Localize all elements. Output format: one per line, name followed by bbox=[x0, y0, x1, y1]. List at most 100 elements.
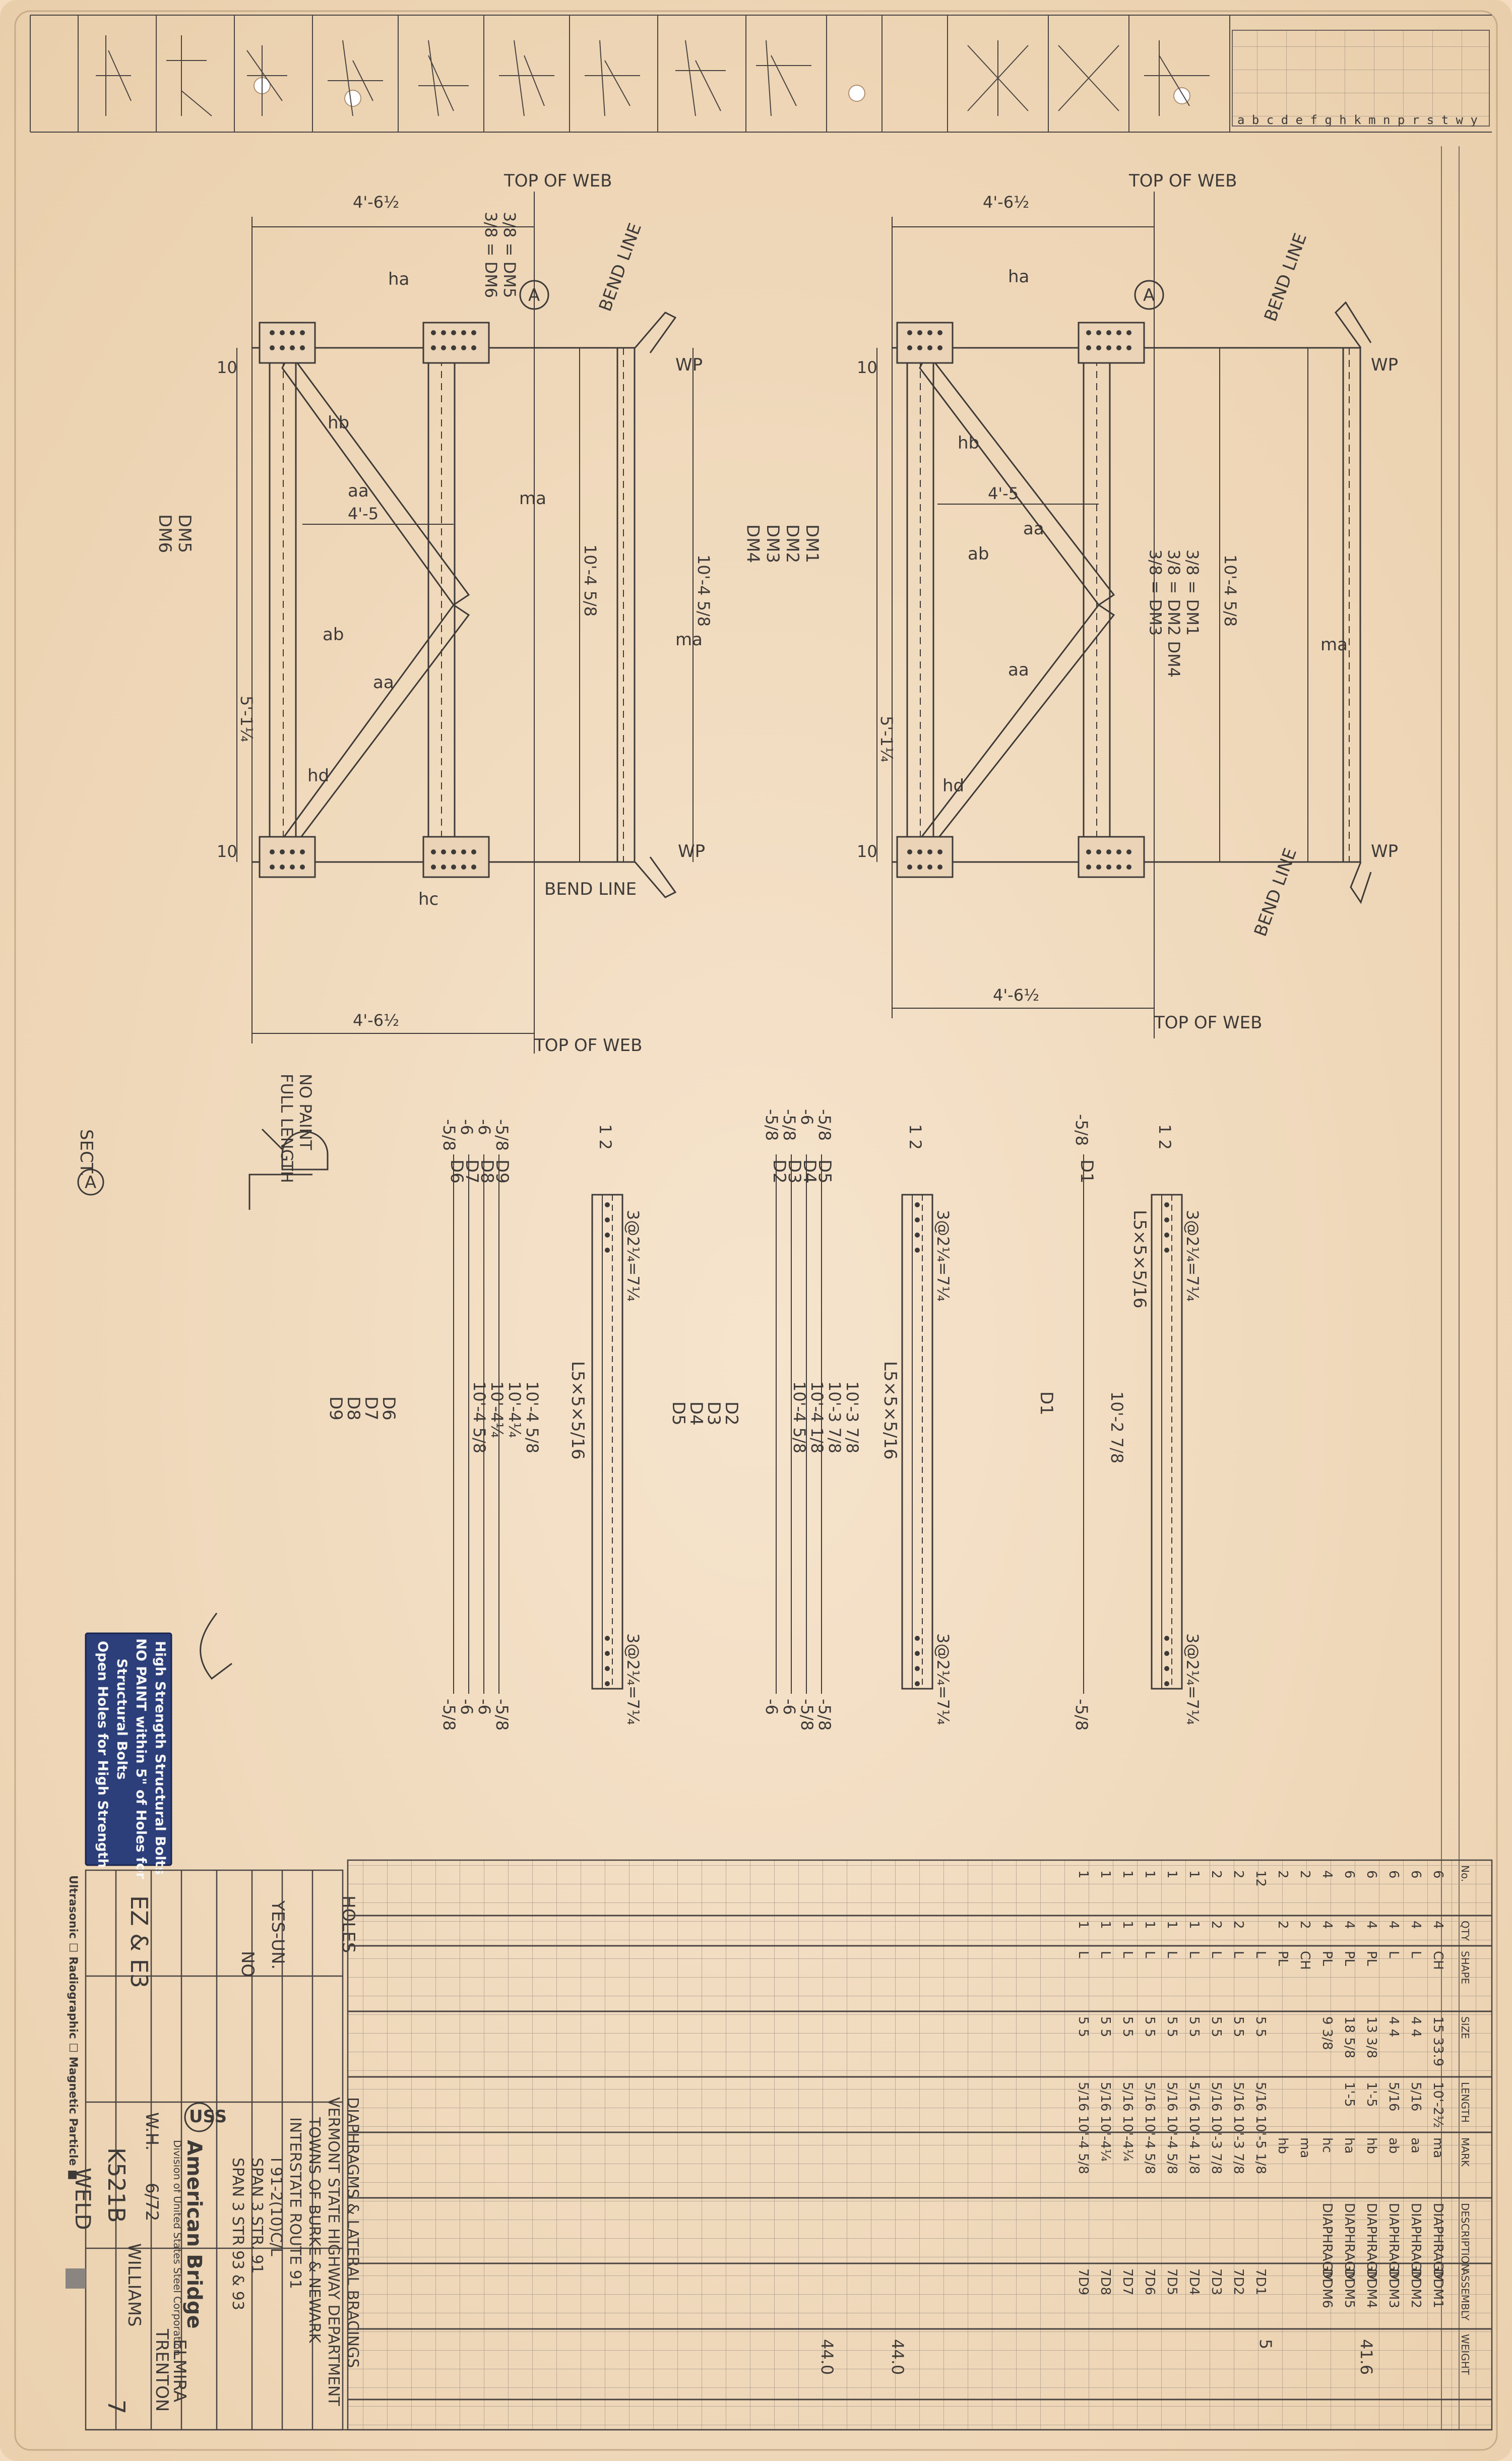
bom-cell-no: 1 bbox=[1142, 1921, 1157, 1929]
bom-cell-mark: hc bbox=[1319, 2137, 1335, 2153]
bom-header-size: SIZE bbox=[1459, 2016, 1471, 2039]
bom-cell-qty: 1 bbox=[1142, 1870, 1157, 1879]
company-sub: Division of United States Steel Corporat… bbox=[171, 2140, 183, 2356]
left-dim-5-1: 5'-1¼ bbox=[237, 696, 256, 742]
bom-cell-qty: 6 bbox=[1342, 1870, 1357, 1879]
bom-cell-shape: L bbox=[1253, 1951, 1268, 1958]
title-line-4: INTERSTATE ROUTE 91 bbox=[286, 2117, 304, 2289]
bom-cell-mark: hb bbox=[1364, 2137, 1379, 2154]
left-bend-line-bottom: BEND LINE bbox=[544, 879, 637, 899]
detail-left-holes bbox=[270, 330, 476, 870]
bom-cell-assy: 7D3 bbox=[1209, 2268, 1224, 2295]
member-3-mark: D1 bbox=[1077, 1159, 1097, 1184]
bom-cell-shape: L bbox=[1231, 1951, 1246, 1958]
bom-cell-shape: PL bbox=[1342, 1951, 1357, 1966]
left-dim-height2: 10'-4 5/8 bbox=[694, 555, 713, 627]
member-2-label-d: D5 bbox=[668, 1401, 688, 1426]
member-2-len-c: 10'-4 1/8 bbox=[807, 1381, 827, 1453]
member-2-bot-c: -5/8 bbox=[797, 1699, 816, 1731]
bom-cell-qty: 12 bbox=[1253, 1870, 1268, 1887]
bom-header-shape: SHAPE bbox=[1459, 1951, 1471, 1984]
member-3-gauge: 1 2 bbox=[1155, 1124, 1174, 1150]
bom-cell-assy: 7D8 bbox=[1098, 2268, 1113, 2295]
bom-cell-mark: aa bbox=[1408, 2137, 1423, 2154]
right-dim-height: 10'-4 5/8 bbox=[1221, 555, 1240, 627]
member-2-top-a: -5/8 bbox=[762, 1109, 781, 1141]
right-dim-10b: 10 bbox=[857, 842, 877, 861]
left-top-of-web-bottom: TOP OF WEB bbox=[534, 1035, 642, 1056]
bom-cell-len: 5/16 10'-4 5/8 bbox=[1164, 2082, 1179, 2174]
bom-cell-qty: 2 bbox=[1275, 1870, 1290, 1879]
bom-cell-shape: L bbox=[1142, 1951, 1157, 1958]
member-2-holes bbox=[915, 1202, 920, 1686]
title-line-7: SPAN 3 STR 93 & 93 bbox=[229, 2158, 246, 2310]
left-part-ma2: ma bbox=[675, 630, 703, 650]
member-3-shape: L5×5×5/16 bbox=[1129, 1210, 1150, 1309]
bom-cell-qty: 2 bbox=[1297, 1870, 1312, 1879]
title-line-2: VERMONT STATE HIGHWAY DEPARTMENT bbox=[325, 2097, 342, 2406]
left-wp-bottom: WP bbox=[678, 841, 705, 862]
bom-cell-len: 1'-5 bbox=[1342, 2082, 1357, 2107]
right-part-aa2: aa bbox=[1008, 660, 1029, 680]
bom-cell-no: 4 bbox=[1319, 1921, 1335, 1929]
left-marks: DM5DM6 bbox=[155, 514, 195, 553]
member-1-len-c: 10'-4¼ bbox=[487, 1381, 507, 1438]
bom-cell-assy: 7D6 bbox=[1142, 2268, 1157, 2295]
right-part-hd: hd bbox=[942, 776, 964, 796]
bom-cell-size: 13 3/8 bbox=[1364, 2016, 1379, 2058]
left-dim-10a: 10 bbox=[217, 358, 237, 377]
member-1-mark-d: D9 bbox=[492, 1159, 512, 1184]
left-part-hc: hc bbox=[418, 889, 438, 909]
detail-right bbox=[876, 192, 1372, 1038]
bom-cell-qty: 6 bbox=[1386, 1870, 1401, 1879]
bom-cell-desc: DIAPHRAGM bbox=[1342, 2203, 1357, 2283]
member-1-label-c: D8 bbox=[343, 1396, 363, 1421]
member-2-len-d: 10'-4 5/8 bbox=[790, 1381, 809, 1453]
right-overall-bottom: 4'-6½ bbox=[993, 986, 1039, 1005]
bom-cell-shape: CH bbox=[1297, 1951, 1312, 1970]
bom-cell-no: 1 bbox=[1186, 1921, 1202, 1929]
bom-cell-assy: DDM4 bbox=[1364, 2268, 1379, 2308]
left-overall-bottom: 4'-6½ bbox=[353, 1011, 399, 1030]
member-1-holes bbox=[605, 1202, 610, 1686]
member-1-top-c: -6 bbox=[475, 1119, 494, 1135]
bolt-notice-sticker: Open Holes for High Strength Structural … bbox=[85, 1632, 172, 1879]
bom-cell-qty: 2 bbox=[1231, 1870, 1246, 1879]
bom-cell-no: 2 bbox=[1275, 1921, 1290, 1929]
left-dim-height: 10'-4 5/8 bbox=[581, 544, 600, 617]
bom-weight-2: 5 bbox=[1256, 2339, 1275, 2349]
bom-cell-len: 5/16 10'-4¼ bbox=[1098, 2082, 1113, 2162]
sticker-line-3: NO PAINT within 5" of Holes for bbox=[133, 1638, 149, 1879]
bom-cell-size: 5 5 bbox=[1164, 2016, 1179, 2037]
right-part-aa: aa bbox=[1023, 519, 1044, 539]
bom-cell-qty: 1 bbox=[1098, 1870, 1113, 1879]
member-1-len-a: 10'-4 5/8 bbox=[523, 1381, 542, 1453]
sticker-line-1: Open Holes for High Strength bbox=[95, 1641, 110, 1868]
bom-cell-size: 5 5 bbox=[1209, 2016, 1224, 2037]
uss-logo-text: USS bbox=[189, 2107, 227, 2127]
bom-header-no: No. bbox=[1459, 1865, 1471, 1882]
member-1-bot-d: -5/8 bbox=[492, 1699, 512, 1731]
member-1-mark-a: D6 bbox=[447, 1159, 467, 1184]
sub-note: YES-UN. bbox=[268, 1900, 288, 1970]
left-part-ab: ab bbox=[323, 625, 344, 645]
member-2-top-c: -6 bbox=[797, 1109, 816, 1125]
member-2-mark-b: D3 bbox=[784, 1159, 804, 1184]
bom-cell-assy: DDM3 bbox=[1386, 2268, 1401, 2308]
bom-cell-qty: 1 bbox=[1120, 1870, 1135, 1879]
left-part-aa: aa bbox=[348, 481, 369, 501]
bom-cell-qty: 6 bbox=[1408, 1870, 1423, 1879]
bom-grid bbox=[347, 1859, 1493, 2431]
member-2-len-a: 10'-3 7/8 bbox=[843, 1381, 862, 1453]
member-2-label-a: D2 bbox=[721, 1401, 741, 1426]
bom-cell-no: 2 bbox=[1297, 1921, 1312, 1929]
right-part-ha: ha bbox=[1008, 267, 1029, 287]
sheet-number: 7 bbox=[103, 2400, 130, 2414]
member-2-bot-d: -5/8 bbox=[815, 1699, 834, 1731]
top-right-grid bbox=[1232, 30, 1490, 127]
member-1-bot-c: -6 bbox=[475, 1699, 494, 1715]
bom-cell-shape: PL bbox=[1364, 1951, 1379, 1966]
section-a-ref: A bbox=[85, 1173, 96, 1193]
bom-cell-size: 5 5 bbox=[1142, 2016, 1157, 2037]
member-1-bot-b: -6 bbox=[457, 1699, 476, 1715]
